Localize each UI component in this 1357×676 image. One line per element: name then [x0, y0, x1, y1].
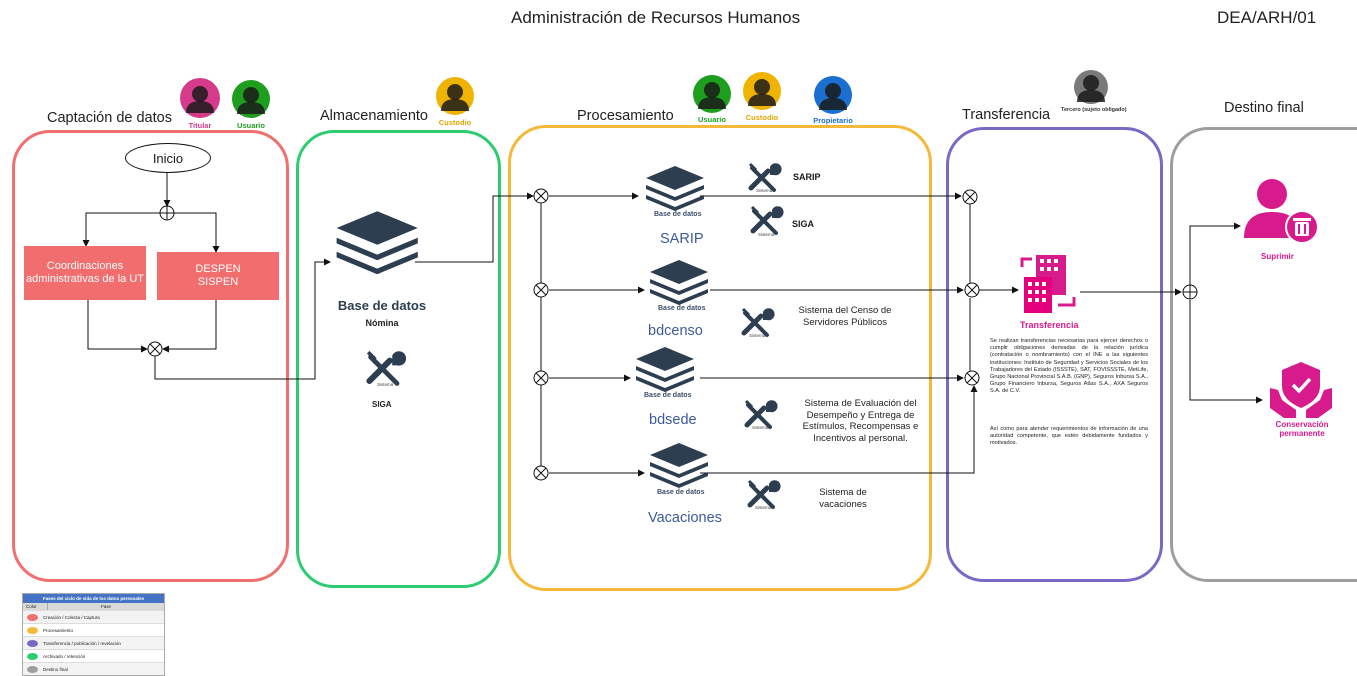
tercero-avatar-icon [1074, 70, 1108, 104]
conservacion-hands-shield-icon [1270, 362, 1332, 418]
lifecycle-legend: Fases del ciclo de vida de los datos per… [22, 593, 165, 676]
legend-row: Destino final [23, 662, 164, 675]
system-caption: Sistema [756, 188, 773, 193]
lane-procesamiento [508, 125, 932, 591]
lane-destino-final [1170, 127, 1357, 582]
transfer-description: Se realizan transferencias necesarias pa… [990, 338, 1148, 395]
wrench-screwdriver-icon [743, 308, 775, 335]
coordinaciones-box: Coordinaciones administrativas de la UT [24, 246, 146, 300]
wrench-screwdriver-icon [368, 351, 406, 383]
legend-col-phase: Fase [100, 604, 111, 609]
usuario-avatar-icon [693, 75, 731, 113]
usuario-avatar-icon [232, 80, 270, 118]
lane-captacion [12, 130, 289, 582]
exclusive-gateway-icon [533, 465, 549, 481]
system-name: SIGA [792, 219, 815, 229]
legend-title: Fases del ciclo de vida de los datos per… [23, 594, 164, 603]
role-label: Usuario [698, 115, 726, 124]
legend-label: Transferencia / publicación / revelación [43, 640, 121, 646]
phase-title-destino: Destino final [1224, 100, 1304, 116]
system-description: Sistema de Evaluación del Desempeño y En… [802, 398, 919, 444]
parallel-gateway-icon [159, 205, 175, 221]
color-swatch [27, 613, 38, 621]
parallel-gateway-icon [1182, 284, 1198, 300]
role-label: Usuario [237, 121, 265, 130]
legend-label: Creación / Colecta / Captura [43, 614, 100, 620]
exclusive-gateway-icon [533, 188, 549, 204]
buildings-transfer-icon [1020, 255, 1076, 313]
custodio-avatar-icon [436, 77, 474, 115]
phase-title-transferencia: Transferencia [962, 107, 1051, 123]
lane-transferencia [946, 127, 1163, 582]
system-caption: Sistema [752, 425, 769, 430]
system-caption: Sistema [749, 333, 766, 338]
db-subtitle: Nómina [365, 318, 399, 328]
propietario-avatar-icon [814, 76, 852, 114]
system-description: Sistema de vacaciones [819, 487, 867, 510]
exclusive-gateway-icon [533, 282, 549, 298]
despen-box: DESPEN SISPEN [157, 252, 279, 300]
legend-row: Transferencia / publicación / revelación [23, 636, 164, 649]
color-swatch [27, 639, 38, 647]
exclusive-gateway-icon [962, 189, 978, 205]
system-caption: Sistema [755, 505, 772, 510]
lane-almacenamiento [296, 130, 501, 588]
legend-col-color: Color [23, 603, 48, 610]
exclusive-gateway-icon [533, 370, 549, 386]
suprimir-user-delete-icon [1244, 179, 1319, 244]
color-swatch [27, 652, 38, 660]
db-name-bdsede: bdsede [649, 412, 697, 428]
legend-row: Procesamiento [23, 623, 164, 636]
page-title: Administración de Recursos Humanos [511, 8, 801, 27]
role-label: Titular [188, 121, 212, 130]
color-swatch [27, 665, 38, 673]
legend-label: Destino final [43, 666, 68, 672]
system-caption: Sistema [377, 382, 394, 387]
phase-title-almacenamiento: Almacenamiento [320, 108, 428, 124]
exclusive-gateway-icon [147, 341, 163, 357]
db-name-bdcenso: bdcenso [648, 323, 703, 339]
transfer-authority-note: Así como para atender requerimientos de … [990, 426, 1148, 447]
exclusive-gateway-icon [964, 370, 980, 386]
wrench-screwdriver-icon [750, 163, 782, 190]
wrench-screwdriver-icon [752, 206, 784, 233]
role-label: Tercero (sujeto obligado) [1061, 107, 1127, 113]
titular-avatar-icon [180, 78, 220, 118]
start-event: Inicio [125, 143, 211, 173]
exclusive-gateway-icon [964, 282, 980, 298]
phase-title-captacion: Captación de datos [47, 110, 172, 126]
transfer-label: Transferencia [1020, 320, 1079, 330]
legend-row: Archivado / retención [23, 649, 164, 662]
role-label: Custodio [745, 113, 779, 122]
legend-label: Archivado / retención [43, 653, 86, 659]
system-description: Sistema del Censo de Servidores Públicos [798, 305, 892, 328]
legend-label: Procesamiento [43, 627, 74, 633]
legend-row: Creación / Colecta / Captura [23, 610, 164, 623]
db-caption: Base de datos [658, 305, 706, 312]
conservacion-label: Conservación permanente [1275, 420, 1329, 438]
db-caption: Base de datos [657, 489, 705, 496]
system-caption: Sistema [758, 232, 775, 237]
color-swatch [27, 626, 38, 634]
suprimir-label: Suprimir [1261, 252, 1294, 261]
system-name: SARIP [793, 172, 821, 182]
system-name: SIGA [372, 400, 392, 409]
db-caption: Base de datos [654, 211, 702, 218]
phase-title-procesamiento: Procesamiento [577, 108, 674, 124]
db-caption: Base de datos [644, 392, 692, 399]
wrench-screwdriver-icon [746, 400, 778, 427]
document-code: DEA/ARH/01 [1217, 8, 1317, 27]
db-name-vacaciones: Vacaciones [648, 510, 722, 526]
db-name-sarip: SARIP [660, 231, 704, 247]
role-label: Custodio [438, 118, 472, 127]
db-title: Base de datos [337, 298, 427, 313]
role-label: Propietario [813, 116, 853, 125]
custodio-avatar-icon [743, 72, 781, 110]
wrench-screwdriver-icon [749, 480, 781, 507]
